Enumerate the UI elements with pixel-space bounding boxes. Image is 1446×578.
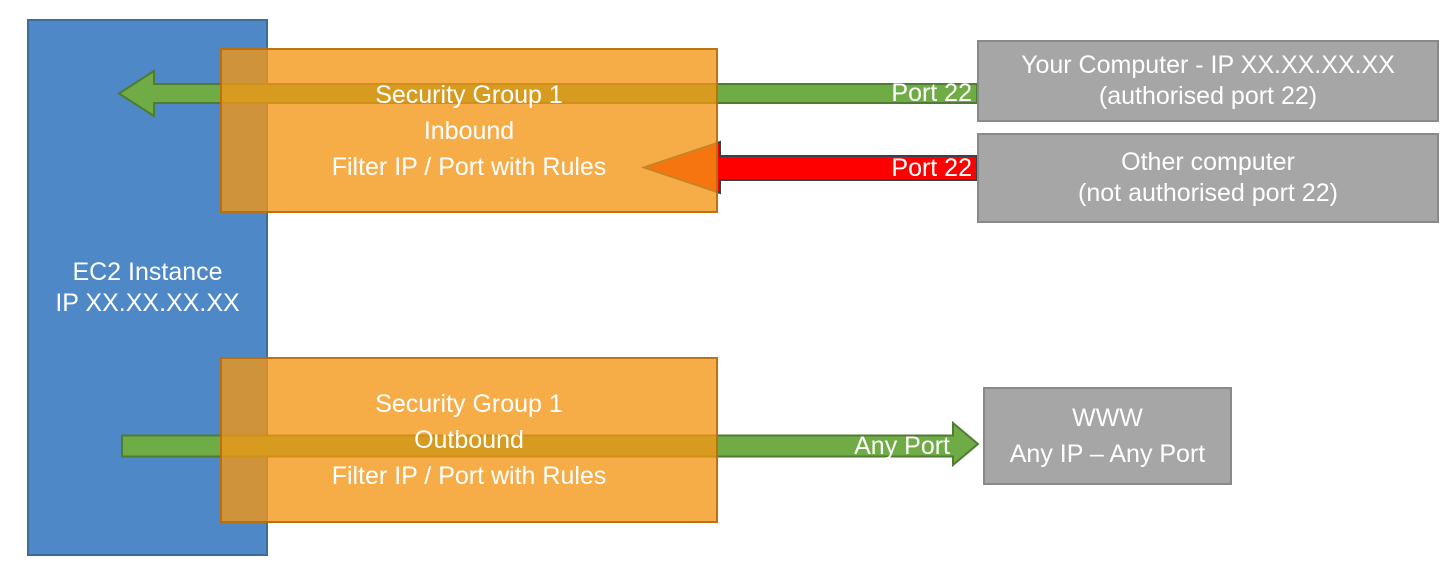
sg-inbound-direction: Inbound — [423, 116, 515, 145]
inbound-blocked-port-label: Port 22 — [891, 154, 972, 182]
www-title: WWW — [1072, 404, 1143, 432]
other-computer-title: Other computer — [1121, 148, 1295, 176]
your-computer-subtitle: (authorised port 22) — [1098, 82, 1318, 110]
www-subtitle: Any IP – Any Port — [1009, 440, 1206, 468]
sg-outbound-description: Filter IP / Port with Rules — [331, 462, 607, 490]
your-computer-title: Your Computer - IP XX.XX.XX.XX — [1021, 51, 1395, 79]
inbound-allowed-port-label: Port 22 — [891, 79, 972, 107]
sg-outbound-direction: Outbound — [414, 426, 524, 454]
ec2-instance-name: EC2 Instance — [72, 257, 223, 286]
your-computer-box: Your Computer - IP XX.XX.XX.XX (authoris… — [977, 40, 1439, 122]
security-group-outbound-box: Security Group 1 Outbound Filter IP / Po… — [220, 357, 718, 523]
sg-inbound-title: Security Group 1 — [375, 80, 563, 109]
other-computer-subtitle: (not authorised port 22) — [1078, 179, 1338, 207]
www-box: WWW Any IP – Any Port — [983, 387, 1232, 485]
ec2-instance-ip: IP XX.XX.XX.XX — [55, 288, 240, 317]
other-computer-box: Other computer (not authorised port 22) — [977, 133, 1439, 223]
sg-outbound-title: Security Group 1 — [375, 390, 563, 418]
sg-inbound-description: Filter IP / Port with Rules — [331, 152, 607, 181]
outbound-port-label: Any Port — [854, 432, 950, 460]
security-group-inbound-box: Security Group 1 Inbound Filter IP / Por… — [220, 48, 718, 213]
